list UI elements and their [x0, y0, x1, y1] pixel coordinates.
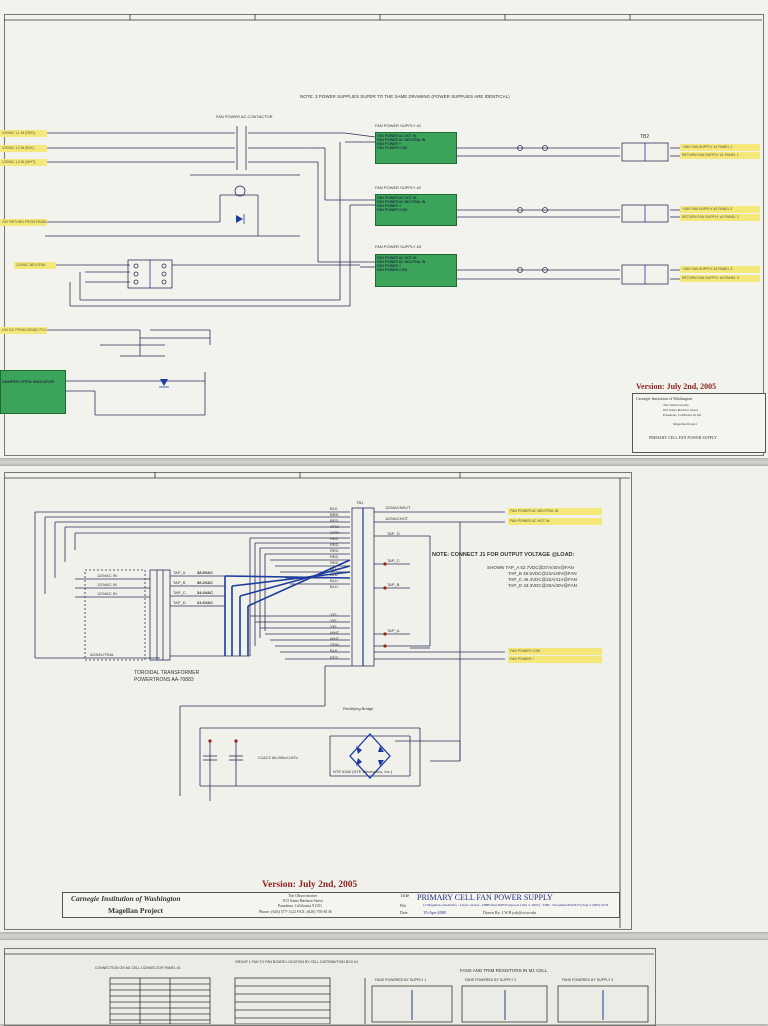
- output-tag-1-pos: +48V FAN SUPPLY #1 PANEL 1: [680, 144, 760, 151]
- connect-j1-note: NOTE: CONNECT J1 FOR OUTPUT VOLTAGE @LOA…: [432, 552, 575, 558]
- titleblock-date: 15-Apr-2009: [423, 910, 447, 915]
- titleblock-phone: Phone: (626) 577-1122 FAX: (626) 795-813…: [259, 909, 332, 914]
- neutral-label: ACNEUTRAL: [90, 652, 115, 657]
- titleblock-addr2: 813 Santa Barbara Street: [283, 898, 323, 903]
- input-tag-24v-return: 24V RETURN FROM PANEL: [0, 219, 47, 226]
- input-tag-plc: 24V DC FROM IODISC PLC: [0, 327, 47, 334]
- input-tag-neutral: 120VAC NEUTRAL: [14, 262, 56, 269]
- bridge-part: NTE 5340 (NTE Electronics, Inc.): [333, 769, 393, 774]
- fan-power-com-tag: FAN POWER COM: [508, 648, 602, 655]
- titleblock-file: C:\Magellan schematics - Latest version …: [423, 903, 608, 907]
- sheet-1-titleblock: Carnegie Institution of Washington The O…: [632, 393, 766, 453]
- primary-label-2: 120VAC IN: [97, 582, 117, 587]
- tap-point-b-label: TAP_B: [387, 582, 400, 587]
- fans-supply-2-title: FANS POWERED BY SUPPLY 2: [465, 978, 517, 982]
- tap-point-c-label: TAP_C: [387, 558, 400, 563]
- titleblock-title-label: Title: [400, 894, 410, 899]
- transformer-label: TOROIDAL TRANSFORMER: [134, 670, 200, 676]
- schematic-sheet-2: BLK BRN RED ORG GRN RED RED RED RED RED …: [0, 466, 768, 932]
- sheet-3-left-title: CONNECTION ON M1 CELL CONNECTOR PANEL #1: [95, 966, 181, 970]
- bridge-label: Rectifying Bridge: [343, 706, 374, 711]
- output-tag-3-ret: RETURN FAN SUPPLY #3 PANEL 3: [680, 275, 760, 282]
- fan-power-ac-hot-tag: FAN POWER AC HOT IN: [508, 518, 602, 525]
- titleblock-title: PRIMARY CELL FAN POWER SUPPLY: [417, 893, 553, 902]
- schematic-sheet-1: NOTE: 3 POWER SUPPLIES SUPER TO THE SAME…: [0, 0, 768, 458]
- input-tag-l2: 120VAC L2 IN (BLK): [0, 145, 47, 152]
- titleblock-addr3: Pasadena, California 91101: [278, 903, 322, 908]
- titleblock-org: Carnegie Institution of Washington: [71, 894, 181, 903]
- titleblock-file-label: File: [400, 903, 407, 908]
- output-tag-3-pos: +48V FAN SUPPLY #3 PANEL 3: [680, 266, 760, 273]
- fan-power-supply-1-block: FAN POWER AC HOT IN FAN POWER AC NEUTRAL…: [375, 132, 457, 164]
- titleblock-addr1: The Observatories: [288, 893, 318, 898]
- sheet-2-border: [4, 472, 632, 930]
- fan-power-supply-2-block: FAN POWER AC HOT IN FAN POWER AC NEUTRAL…: [375, 194, 457, 226]
- input-tag-l1: 120VAC L1 IN (RED): [0, 130, 47, 137]
- sheet-2-titleblock: Carnegie Institution of Washington Magel…: [62, 892, 620, 918]
- damper-indicator-block: DAMPER OPEN INDICATOR: [0, 370, 66, 414]
- sheet-3-wiring: [4, 953, 654, 1024]
- sheet-1-wiring: [4, 14, 762, 416]
- fan-power-supply-1-title: FAN POWER SUPPLY #1: [375, 123, 422, 128]
- sheet-1-border: [4, 14, 764, 456]
- titleblock-project: Magellan Project: [108, 906, 164, 915]
- fan-power-supply-3-title: FAN POWER SUPPLY #3: [375, 244, 422, 249]
- fan-power-ac-neutral-tag: FAN POWER AC NEUTRAL IN: [508, 508, 602, 515]
- fans-supply-3-title: FANS POWERED BY SUPPLY 3: [562, 978, 614, 982]
- output-neutral-label: 120VACNEUT: [385, 505, 411, 510]
- output-tag-2-pos: +48V FAN SUPPLY #2 PANEL 2: [680, 206, 760, 213]
- schematic-sheet-3: CONNECTION ON M1 CELL CONNECTOR PANEL #1…: [0, 940, 768, 1026]
- capacitor-label: C1&C2 68,000uf,100V: [258, 755, 299, 760]
- fans-supply-1-title: FANS POWERED BY SUPPLY 1: [375, 978, 427, 982]
- output-hot-label: 120VACHOT: [385, 516, 409, 521]
- contactor-label: FAN POWER AC CONTACTOR: [216, 114, 273, 119]
- sheet-3-center-title: GROUP 1 FAN TO FAN BOARD LOCATION BY CEL…: [235, 960, 359, 964]
- output-tag-1-ret: RETURN FAN SUPPLY #1 PANEL 1: [680, 152, 760, 159]
- output-tag-2-ret: RETURN FAN SUPPLY #2 PANEL 2: [680, 214, 760, 221]
- sheet-2-wiring: [4, 472, 630, 928]
- titleblock-drawn: Drawn By: J.W.B jwb@ociw.edu: [483, 910, 537, 915]
- fan-power-supply-3-block: FAN POWER AC HOT IN FAN POWER AC NEUTRAL…: [375, 254, 457, 287]
- tap-point-d-label: TAP_D: [387, 531, 400, 536]
- tap-point-a-label: TAP_A: [387, 628, 400, 633]
- primary-label-1: 120VAC IN: [97, 573, 117, 578]
- sheet-1-note: NOTE: 3 POWER SUPPLIES SUPER TO THE SAME…: [300, 94, 510, 99]
- transformer-part: POWERTRONS AA-70883: [134, 677, 194, 683]
- fan-power-supply-2-title: FAN POWER SUPPLY #2: [375, 185, 422, 190]
- primary-label-3: 120VAC IN: [97, 591, 117, 596]
- tb1-label: TB1: [356, 500, 364, 505]
- input-tag-l3: 120VAC L3 IN (WHT): [0, 159, 47, 166]
- fan-power-plus-tag: FAN POWER +: [508, 656, 602, 663]
- titleblock-date-label: Date: [400, 910, 408, 915]
- sheet-1-version: Version: July 2nd, 2005: [636, 382, 717, 391]
- tb2-label: TB2: [640, 134, 650, 140]
- sheet-2-version: Version: July 2nd, 2005: [262, 880, 358, 890]
- sheet-3-right-title: FANS AND TRIM RESISTORS IN M1 CELL: [460, 968, 548, 973]
